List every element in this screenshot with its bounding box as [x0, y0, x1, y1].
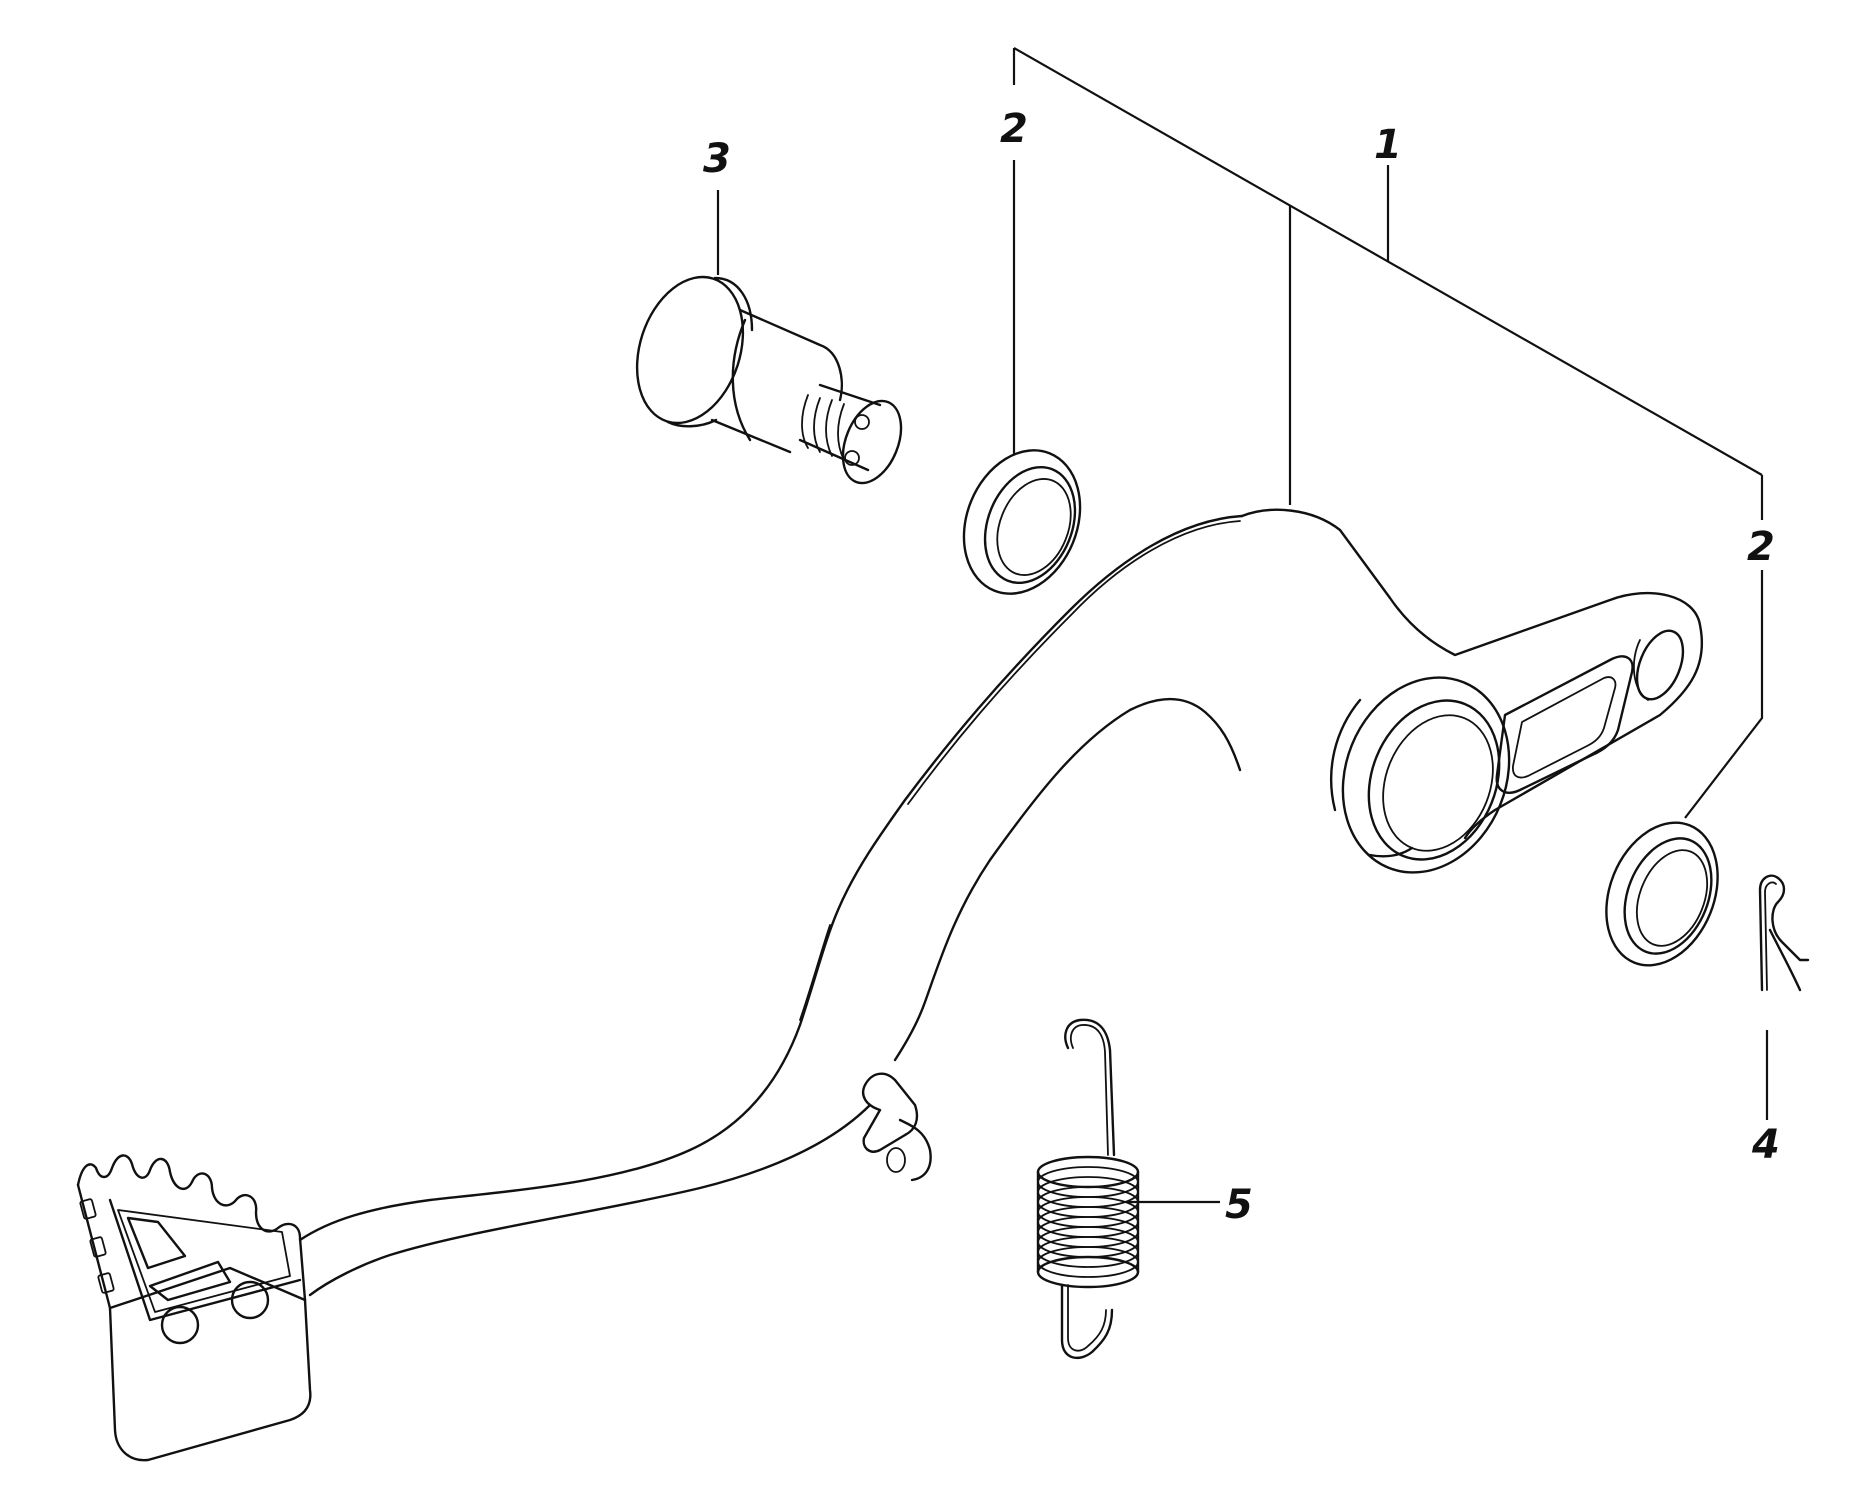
r-clip: [1758, 874, 1810, 992]
leader-2b-lower: [1684, 570, 1764, 819]
washer-upper: [962, 449, 1082, 595]
callout-1: 1: [1374, 122, 1402, 168]
bracket-diagonal: [1013, 47, 1763, 476]
return-spring: [1036, 1018, 1140, 1360]
callout-5: 5: [1225, 1182, 1253, 1228]
callout-2-lower: 2: [1747, 524, 1775, 570]
callout-2-upper: 2: [1000, 106, 1028, 152]
pivot-bolt: [635, 275, 903, 485]
leader-lines: [716, 47, 1769, 1204]
callout-4: 4: [1751, 1122, 1780, 1168]
washer-lower: [1605, 821, 1719, 967]
callout-labels: 1 2 2 3 4 5: [703, 106, 1780, 1228]
brake-pedal: [76, 508, 1704, 1462]
callout-3: 3: [703, 136, 731, 182]
